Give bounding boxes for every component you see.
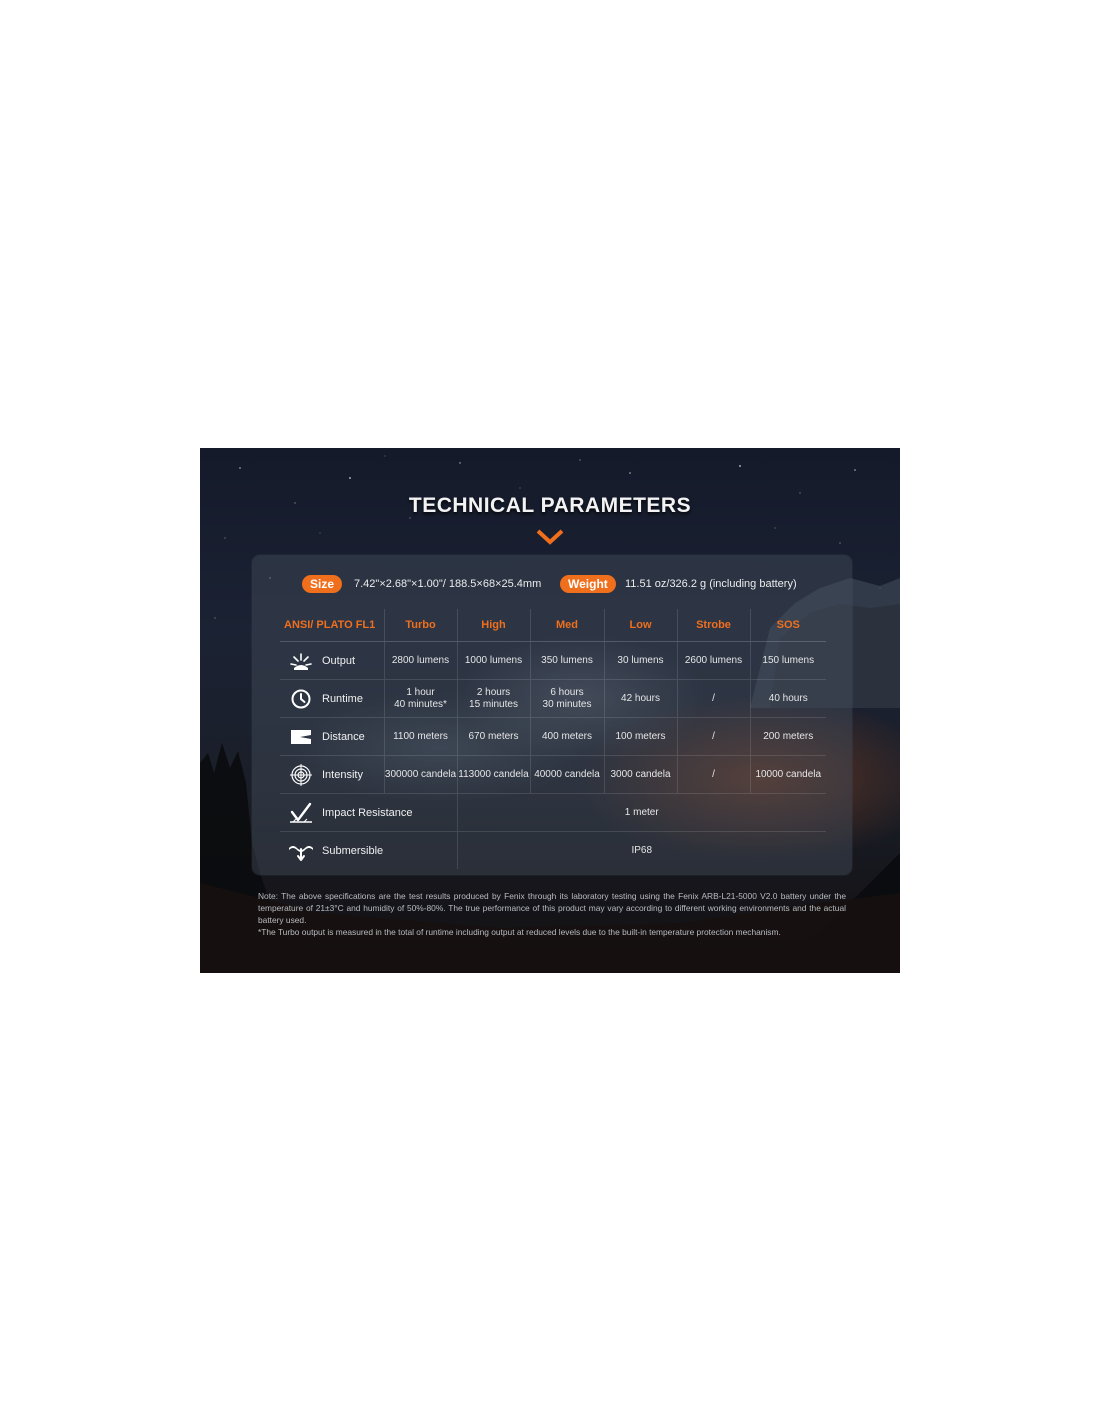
row-label: Intensity [322, 768, 363, 781]
cell: 2600 lumens [676, 641, 750, 680]
cell: 400 meters [529, 717, 604, 756]
mode-header-high: High [456, 609, 530, 642]
clock-icon [291, 689, 311, 708]
row-label: Output [322, 654, 356, 667]
cell: 350 lumens [529, 641, 604, 680]
impact-icon [290, 802, 312, 823]
page-title: TECHNICAL PARAMETERS [408, 494, 692, 517]
table-header-row: ANSI/ PLATO FL1 Turbo High Med Low Strob… [280, 609, 826, 642]
row-label: Submersible [322, 844, 384, 857]
standard-header: ANSI/ PLATO FL1 [280, 609, 384, 642]
row-label: Impact Resistance [322, 806, 413, 819]
cell: 1100 meters [383, 717, 457, 756]
note-paragraph: *The Turbo output is measured in the tot… [258, 927, 781, 937]
mode-header-strobe: Strobe [676, 609, 750, 642]
cell: 2800 lumens [383, 641, 457, 680]
submersible-icon [289, 845, 313, 861]
cell: 100 meters [603, 717, 677, 756]
cell: 40 hours [749, 679, 826, 718]
cell: 670 meters [456, 717, 530, 756]
cell: 30 lumens [603, 641, 677, 680]
target-icon [290, 763, 312, 786]
mode-header-turbo: Turbo [383, 609, 457, 642]
parameters-table: ANSI/ PLATO FL1 Turbo High Med Low Strob… [280, 609, 826, 869]
weight-value: 11.51 oz/326.2 g (including battery) [625, 578, 797, 590]
cell: 10000 candela [749, 755, 826, 794]
mode-header-med: Med [529, 609, 604, 642]
size-badge: Size [302, 575, 343, 593]
cell: 3000 candela [603, 755, 677, 794]
cell: 300000 candela [383, 755, 457, 794]
chevron-down-icon [536, 529, 564, 545]
cell: / [676, 717, 750, 756]
note-paragraph: Note: The above specifications are the t… [258, 891, 846, 925]
weight-badge: Weight [560, 575, 616, 593]
cell: 1000 lumens [456, 641, 530, 680]
cell: 40000 candela [529, 755, 604, 794]
tree-silhouettes [200, 743, 900, 973]
cell: 150 lumens [749, 641, 826, 680]
row-label: Runtime [322, 692, 363, 705]
mode-header-sos: SOS [749, 609, 826, 642]
row-label: Distance [322, 730, 365, 743]
light-burst-icon [290, 652, 312, 670]
cell: 113000 candela [456, 755, 530, 794]
submersible-value: IP68 [456, 831, 826, 869]
footnotes: Note: The above specifications are the t… [258, 890, 846, 938]
table-row-output: Output 2800 lumens 1000 lumens 350 lumen… [280, 641, 826, 680]
size-weight-line: Size 7.42"×2.68"×1.00"/ 188.5×68×25.4mm … [252, 573, 852, 595]
mode-header-low: Low [603, 609, 677, 642]
cell: 42 hours [603, 679, 677, 718]
cell: / [676, 755, 750, 794]
size-value: 7.42"×2.68"×1.00"/ 188.5×68×25.4mm [354, 578, 542, 590]
technical-parameters-banner: TECHNICAL PARAMETERS Size 7.42"×2.68"×1.… [200, 448, 900, 973]
table-row-submersible: Submersible IP68 [280, 831, 826, 869]
impact-value: 1 meter [456, 793, 826, 832]
table-row-distance: Distance 1100 meters 670 meters 400 mete… [280, 717, 826, 756]
table-row-impact-resistance: Impact Resistance 1 meter [280, 793, 826, 832]
specs-panel: Size 7.42"×2.68"×1.00"/ 188.5×68×25.4mm … [252, 555, 852, 875]
cell: / [676, 679, 750, 718]
cell: 200 meters [749, 717, 826, 756]
table-row-intensity: Intensity 300000 candela 113000 candela … [280, 755, 826, 794]
beam-distance-icon [291, 729, 311, 744]
